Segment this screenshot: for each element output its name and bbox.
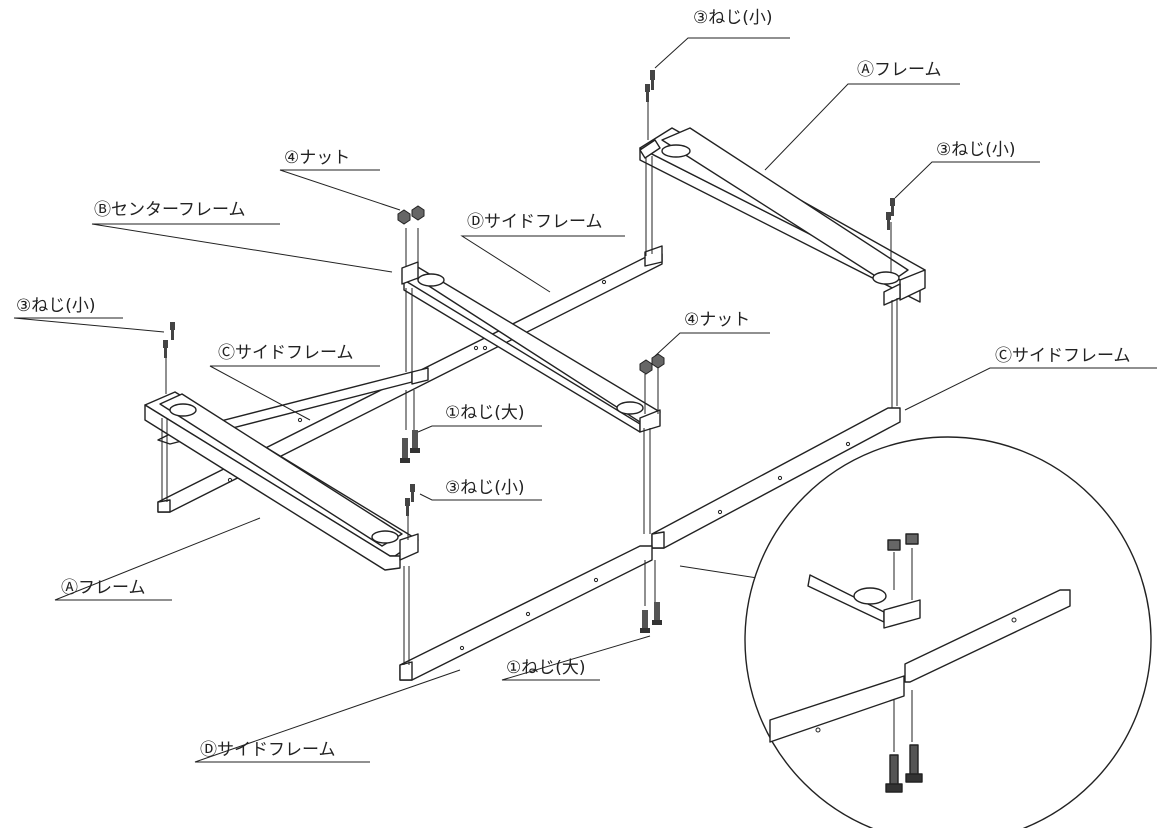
assembly-guide-lines [161,96,898,665]
label-frame-a-bottom: Ⓐフレーム [61,578,146,598]
label-nut-center: ④ナット [684,310,751,330]
center-frame [401,261,661,433]
label-center-frame: Ⓑセンターフレーム [94,200,246,220]
screw-small-icons [163,70,895,516]
label-nut-left: ④ナット [284,148,351,168]
screw-large-icons [400,430,662,633]
label-side-frame-d-top: Ⓓサイドフレーム [467,212,603,232]
frame-a-bottom [144,391,419,571]
frame-a-top [639,127,926,306]
label-screw-small-top: ③ねじ(小) [693,8,773,28]
label-frame-a-top: Ⓐフレーム [857,60,942,80]
nut-icons [397,205,665,375]
label-side-frame-c-right: Ⓒサイドフレーム [995,346,1131,366]
detail-callout [679,436,1152,828]
label-screw-small-right: ③ねじ(小) [936,140,1016,160]
side-frame-d-bottom [399,545,653,681]
label-screw-small-mid: ③ねじ(小) [445,478,525,498]
leader-lines [13,37,1157,763]
label-side-frame-c-left: Ⓒサイドフレーム [218,343,354,363]
label-side-frame-d-bottom: Ⓓサイドフレーム [200,740,336,760]
label-screw-small-left: ③ねじ(小) [16,296,96,316]
label-screw-large-bottom: ①ねじ(大) [506,658,586,678]
label-screw-large-mid: ①ねじ(大) [445,403,525,423]
